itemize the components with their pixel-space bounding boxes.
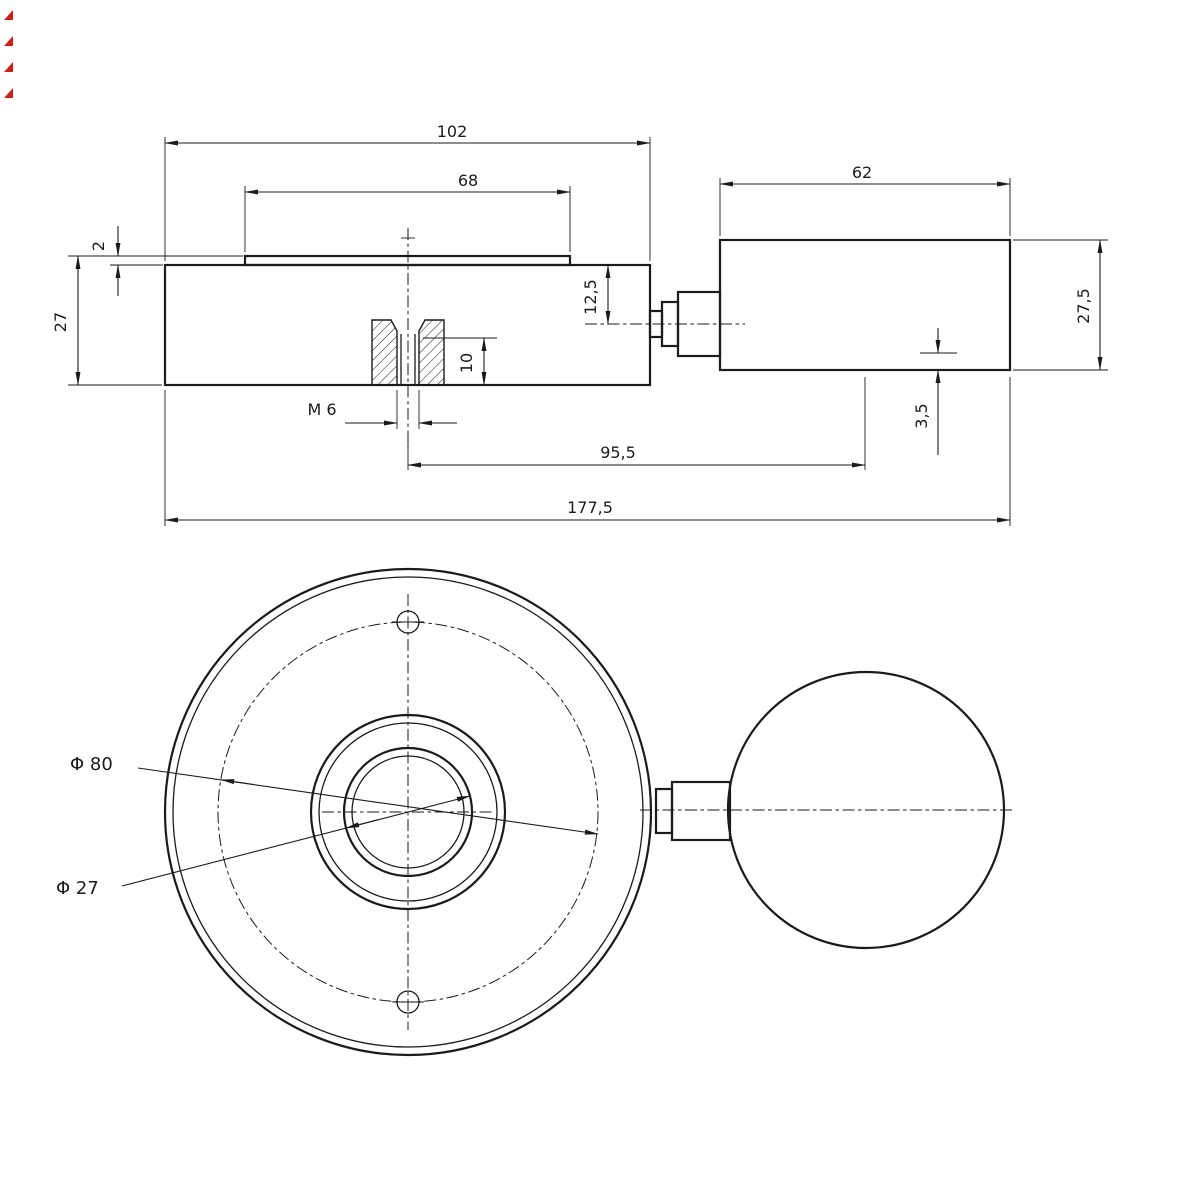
section-hatch-left (371, 319, 398, 386)
dim-thread-callout: M 6 (307, 390, 457, 429)
dim-bolt-circle-dia: Φ 80 (70, 754, 599, 835)
gauge-body (718, 238, 1012, 372)
dim-plateau-width: 68 (244, 171, 571, 252)
dim-label-3-5: 3,5 (912, 403, 931, 428)
dim-label-12-5: 12,5 (581, 279, 600, 315)
dim-label-27-5: 27,5 (1074, 288, 1093, 324)
dim-label-102: 102 (437, 122, 468, 141)
body-outer-circle (163, 567, 653, 1057)
dim-gauge-width: 62 (719, 163, 1011, 236)
dim-label-10: 10 (457, 353, 476, 373)
red-mark (4, 36, 13, 46)
red-mark (4, 88, 13, 98)
gauge-circle (726, 670, 1006, 950)
dim-gauge-height: 27,5 (1013, 239, 1108, 371)
red-mark (4, 10, 13, 20)
dim-gauge-step: 3,5 (912, 328, 957, 455)
dim-label-phi-27: Φ 27 (56, 878, 99, 899)
dim-label-m6: M 6 (307, 400, 336, 419)
body-rim-circle (172, 576, 644, 1048)
dim-port-offset: 12,5 (581, 264, 611, 325)
plan-view: Φ 80 Φ 27 (56, 567, 1015, 1057)
plan-connector-stub (654, 787, 674, 835)
dim-label-2: 2 (89, 241, 108, 251)
dim-label-177-5: 177,5 (567, 498, 613, 517)
dim-label-phi-80: Φ 80 (70, 754, 113, 775)
dim-body-height: 27 (51, 255, 162, 386)
dim-label-68: 68 (458, 171, 478, 190)
red-edge-marks (4, 10, 13, 98)
dim-plate-step: 2 (68, 226, 243, 296)
dim-overall-length: 177,5 (164, 377, 1011, 526)
dim-label-95-5: 95,5 (600, 443, 636, 462)
dim-bore-dia: Φ 27 (56, 795, 471, 899)
red-mark (4, 62, 13, 72)
plan-connector-block (670, 780, 732, 842)
dim-label-27: 27 (51, 312, 70, 332)
dim-axis-to-gauge: 95,5 (407, 377, 866, 470)
dim-thread-depth: 10 (423, 337, 497, 386)
dim-label-62: 62 (852, 163, 872, 182)
section-hatch-right (418, 319, 445, 386)
side-view: 102 68 62 2 27 (51, 122, 1108, 526)
dim-body-width: 102 (164, 122, 651, 261)
